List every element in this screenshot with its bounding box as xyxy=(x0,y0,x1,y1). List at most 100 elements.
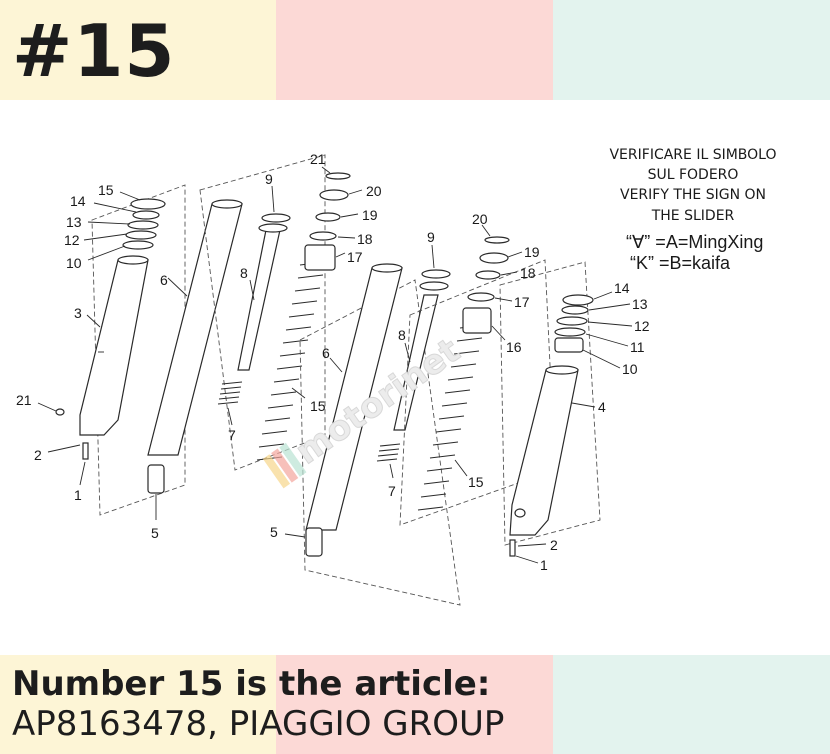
left-label-5: 5 xyxy=(151,525,159,541)
left-tube-top xyxy=(211,199,243,209)
footer-band-pink xyxy=(276,655,553,754)
footer-band-mint xyxy=(553,655,830,754)
left-label-17: 18 xyxy=(357,231,373,247)
left-part-13 xyxy=(132,210,160,220)
leader xyxy=(87,245,126,261)
right-label-16: 16 xyxy=(506,339,522,355)
right-tube-boundary xyxy=(299,279,461,606)
leader xyxy=(83,233,128,241)
leader xyxy=(585,333,629,347)
right-fork-assembly xyxy=(299,236,601,606)
right-label-18: 18 xyxy=(520,265,536,281)
leader xyxy=(340,213,359,218)
header-color-band xyxy=(0,0,830,100)
leader xyxy=(86,314,101,328)
left-label-2: 2 xyxy=(34,447,42,463)
note-line-2: SUL FODERO xyxy=(648,167,739,183)
left-part-5 xyxy=(147,464,165,494)
left-part-2 xyxy=(82,442,89,460)
leader xyxy=(79,461,86,486)
leader xyxy=(87,221,131,225)
right-tube-top xyxy=(371,263,403,273)
leader xyxy=(37,402,57,412)
right-label-7: 7 xyxy=(388,483,396,499)
right-label-1: 1 xyxy=(540,557,548,573)
leader xyxy=(348,189,363,195)
left-label-1: 1 xyxy=(74,487,82,503)
left-label-3: 3 xyxy=(74,305,82,321)
legend-b: “K” =B=kaifa xyxy=(630,253,731,273)
right-label-14: 14 xyxy=(614,280,630,296)
leader xyxy=(167,277,188,297)
leader xyxy=(582,349,621,369)
right-label-12: 12 xyxy=(634,318,650,334)
left-label-14: 15 xyxy=(98,182,114,198)
right-slider-boundary xyxy=(499,261,601,546)
right-label-8: 8 xyxy=(398,327,406,343)
leader xyxy=(321,166,331,174)
note-line-1: VERIFICARE IL SIMBOLO xyxy=(609,147,776,163)
header-band-pink xyxy=(276,0,553,100)
left-label-9: 9 xyxy=(265,171,273,187)
left-part-9b xyxy=(258,223,288,233)
left-part-17 xyxy=(309,231,337,241)
leader xyxy=(500,271,518,276)
footer-band-yellow xyxy=(0,655,276,754)
left-label-15: 15 xyxy=(310,398,326,414)
left-part-8 xyxy=(237,229,281,371)
leader xyxy=(587,321,633,327)
header-band-mint xyxy=(553,0,830,100)
leader xyxy=(119,191,141,201)
right-label-11: 11 xyxy=(630,339,645,355)
leader xyxy=(494,297,513,302)
right-part-12 xyxy=(556,316,588,326)
leader xyxy=(271,185,275,213)
right-part-9b xyxy=(419,281,449,291)
verify-note: VERIFICARE IL SIMBOLO SUL FODERO VERIFY … xyxy=(609,147,776,273)
left-part-12 xyxy=(127,220,159,230)
right-part-13 xyxy=(561,305,589,315)
right-part-7 xyxy=(376,443,401,462)
right-part-18 xyxy=(475,270,501,280)
note-line-4: THE SLIDER xyxy=(651,208,735,224)
right-slider-top xyxy=(545,365,579,375)
left-part-16 xyxy=(304,244,336,271)
right-part-9 xyxy=(421,269,451,279)
note-line-3: VERIFY THE SIGN ON xyxy=(620,187,766,203)
left-label-12: 13 xyxy=(66,214,82,230)
right-label-10: 10 xyxy=(622,361,638,377)
left-label-13: 14 xyxy=(70,193,86,209)
left-label-20: 21 xyxy=(310,151,326,167)
right-label-20: 20 xyxy=(472,211,488,227)
right-label-19: 19 xyxy=(524,244,540,260)
left-part-20 xyxy=(325,172,351,180)
leader xyxy=(481,224,491,237)
left-part-6 xyxy=(147,203,243,456)
left-label-16: 17 xyxy=(347,249,363,265)
leader xyxy=(404,342,411,363)
right-label-17: 17 xyxy=(514,294,530,310)
right-label-6: 6 xyxy=(322,345,330,361)
left-slider-top xyxy=(117,255,149,265)
left-label-11: 12 xyxy=(64,232,80,248)
left-part-21 xyxy=(55,408,65,416)
left-label-8: 8 xyxy=(240,265,248,281)
left-part-7 xyxy=(217,381,243,405)
right-part-8 xyxy=(393,294,439,431)
right-part-14 xyxy=(562,294,594,306)
leader xyxy=(507,251,523,258)
right-label-13: 13 xyxy=(632,296,648,312)
right-part-20 xyxy=(484,236,510,244)
leader xyxy=(284,533,306,538)
exploded-fork-diagram: motorinet 15 14 13 12 10 3 21 2 1 6 5 9 … xyxy=(16,147,777,606)
leader xyxy=(389,463,394,479)
left-label-21: 21 xyxy=(16,392,32,408)
right-label-9: 9 xyxy=(427,229,435,245)
leader xyxy=(588,303,631,311)
leader xyxy=(47,444,81,453)
leader xyxy=(93,202,137,213)
left-slider-body xyxy=(79,259,149,436)
leader xyxy=(249,279,255,301)
left-part-11 xyxy=(125,230,157,240)
left-part-10 xyxy=(122,240,154,250)
